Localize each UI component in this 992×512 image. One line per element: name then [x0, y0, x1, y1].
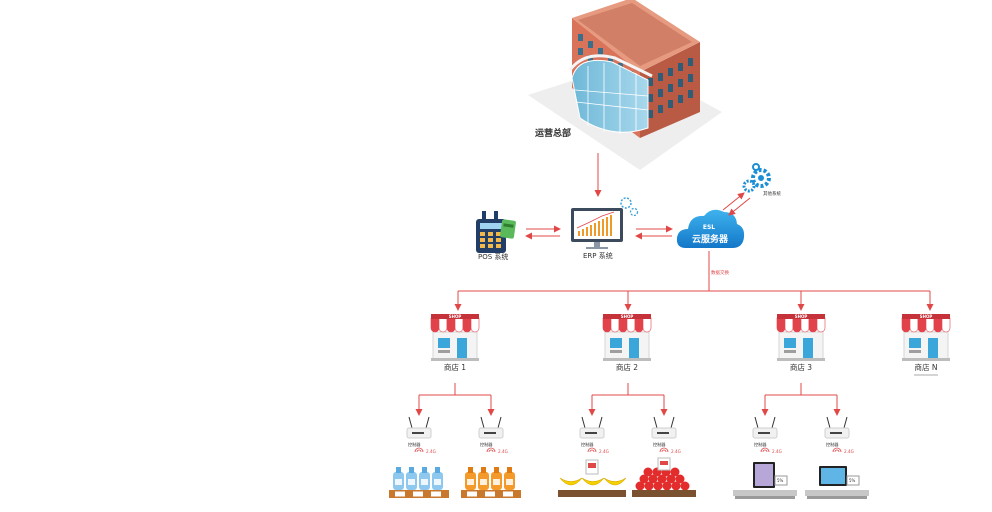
- esl-controller-icon: [752, 416, 778, 439]
- bottles-orange-shelf-icon: [461, 467, 521, 498]
- bananas-shelf-icon: [558, 459, 627, 497]
- store-4-label: 商店 N: [915, 362, 938, 372]
- esl-controller-icon: [651, 416, 677, 439]
- frequency-label: 2.4G: [844, 449, 854, 454]
- store-2-icon: SHOP: [602, 314, 652, 361]
- esl-controller-icon: [478, 416, 504, 439]
- data-exchange-label: 数据交换: [711, 269, 729, 276]
- esl-cloud-server-icon: [676, 209, 745, 248]
- store-1-label: 商店 1: [444, 362, 466, 372]
- erp-label: ERP 系统: [583, 251, 613, 260]
- erp-monitor-icon: [571, 197, 639, 249]
- pos-label: POS 系统: [478, 252, 508, 261]
- store-4-icon: SHOP: [901, 314, 951, 361]
- store-sign-label: SHOP: [920, 314, 933, 319]
- tablet-shelf-icon: 5%: [733, 462, 797, 499]
- wireless-signal-icon: [414, 447, 424, 453]
- bottles-blue-shelf-icon: [389, 467, 449, 498]
- wireless-signal-icon: [832, 447, 842, 453]
- store-1-icon: SHOP: [430, 314, 480, 361]
- store-1-branch: 控制器 2.4G 控制器 2.4G: [389, 383, 521, 498]
- controller-label: 控制器: [754, 441, 767, 448]
- store-2-label: 商店 2: [616, 362, 638, 372]
- controller-label: 控制器: [826, 441, 839, 448]
- controller-label: 控制器: [653, 441, 666, 448]
- apples-shelf-icon: [632, 457, 696, 497]
- wireless-signal-icon: [659, 447, 669, 453]
- headquarters-building-icon: [528, 0, 722, 170]
- frequency-label: 2.4G: [599, 449, 609, 454]
- store-3-label: 商店 3: [790, 362, 812, 372]
- store-3-branch: 控制器 2.4G 控制器 2.4G 5% 5%: [733, 383, 869, 499]
- store-sign-label: SHOP: [795, 314, 808, 319]
- frequency-label: 2.4G: [772, 449, 782, 454]
- esl-controller-icon: [579, 416, 605, 439]
- pos-terminal-icon: [476, 211, 516, 253]
- cloud-to-other-arrow: [722, 192, 745, 211]
- controller-label: 控制器: [480, 441, 493, 448]
- esl-controller-icon: [824, 416, 850, 439]
- controller-label: 控制器: [581, 441, 594, 448]
- store-sign-label: SHOP: [449, 314, 462, 319]
- monitor-shelf-icon: 5%: [805, 466, 869, 499]
- price-tag-label: 5%: [849, 478, 856, 483]
- frequency-label: 2.4G: [671, 449, 681, 454]
- other-to-cloud-arrow: [728, 197, 751, 216]
- cloud-label: 云服务器: [692, 233, 729, 245]
- wireless-signal-icon: [486, 447, 496, 453]
- store-2-branch: 控制器 2.4G 控制器 2.4G: [558, 383, 696, 497]
- wireless-signal-icon: [587, 447, 597, 453]
- wireless-signal-icon: [760, 447, 770, 453]
- hq-label: 运营总部: [535, 127, 571, 139]
- store-3-icon: SHOP: [776, 314, 826, 361]
- frequency-label: 2.4G: [426, 449, 436, 454]
- controller-label: 控制器: [408, 441, 421, 448]
- frequency-label: 2.4G: [498, 449, 508, 454]
- price-tag-label: 5%: [777, 478, 784, 483]
- gear-icon: [742, 163, 771, 193]
- other-system-label: 其他系统: [763, 190, 781, 197]
- esl-controller-icon: [406, 416, 432, 439]
- store-sign-label: SHOP: [621, 314, 634, 319]
- cloud-badge: ESL: [703, 224, 715, 231]
